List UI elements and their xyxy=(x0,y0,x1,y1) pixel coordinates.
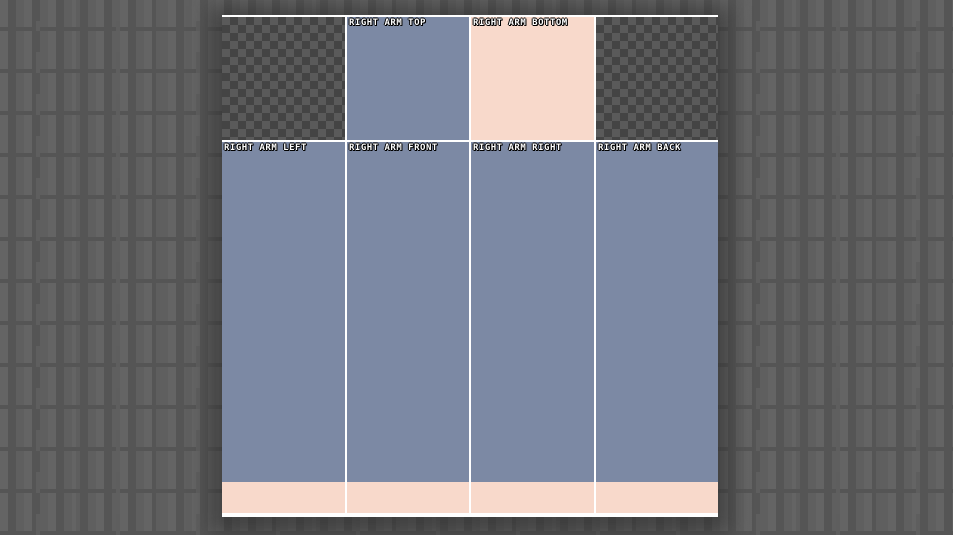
empty-transparent-cell-left xyxy=(222,17,345,140)
skin-template-sheet: RIGHT ARM TOP RIGHT ARM BOTTOM RIGHT ARM… xyxy=(222,15,718,517)
hand-skin-left xyxy=(222,482,345,513)
face-label: RIGHT ARM FRONT xyxy=(349,143,438,153)
face-label: RIGHT ARM BOTTOM xyxy=(473,18,568,28)
empty-transparent-cell-right xyxy=(596,17,718,140)
face-right-arm-right[interactable]: RIGHT ARM RIGHT xyxy=(471,142,594,482)
face-label: RIGHT ARM BACK xyxy=(598,143,681,153)
face-right-arm-left[interactable]: RIGHT ARM LEFT xyxy=(222,142,345,482)
hand-skin-back xyxy=(596,482,718,513)
face-label: RIGHT ARM TOP xyxy=(349,18,426,28)
face-right-arm-top[interactable]: RIGHT ARM TOP xyxy=(347,17,469,140)
face-right-arm-front[interactable]: RIGHT ARM FRONT xyxy=(347,142,469,482)
face-label: RIGHT ARM RIGHT xyxy=(473,143,562,153)
face-right-arm-bottom[interactable]: RIGHT ARM BOTTOM xyxy=(471,17,594,140)
face-label: RIGHT ARM LEFT xyxy=(224,143,307,153)
hand-skin-front xyxy=(347,482,469,513)
hand-skin-right xyxy=(471,482,594,513)
face-right-arm-back[interactable]: RIGHT ARM BACK xyxy=(596,142,718,482)
